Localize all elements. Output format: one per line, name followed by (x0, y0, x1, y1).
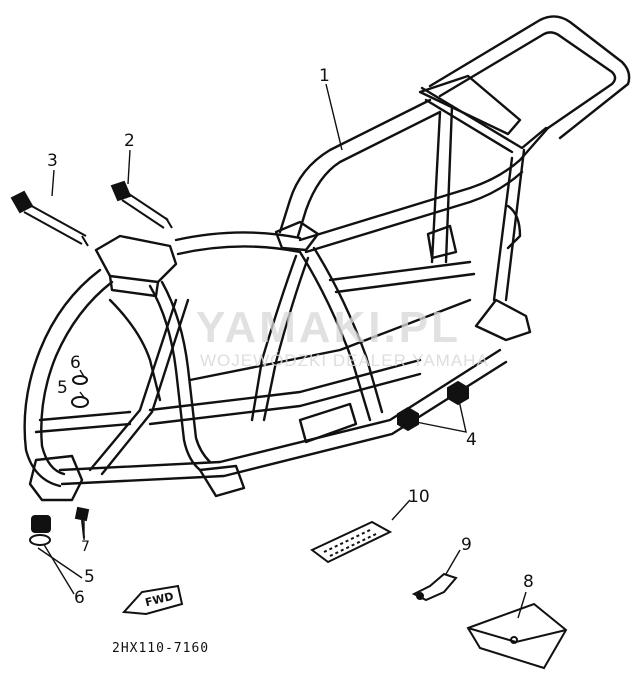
collar-icon (71, 375, 89, 408)
mid-gusset (426, 224, 458, 260)
callout-3: 3 (47, 151, 58, 171)
head-bracket (94, 234, 178, 284)
part-plate-icon (310, 520, 393, 564)
callout-6-lower: 6 (74, 588, 85, 608)
callout-5-lower: 5 (84, 567, 95, 587)
head-bracket-side (108, 274, 160, 298)
callout-2: 2 (124, 131, 135, 151)
upper-gusset (274, 220, 320, 252)
front-section (23, 268, 212, 488)
nut-upper-icon (447, 380, 469, 406)
tool-pouch-icon (466, 602, 568, 670)
callout-1: 1 (319, 66, 330, 86)
rear-stays (430, 104, 532, 342)
fwd-arrow-icon (121, 584, 184, 616)
bolt-long-icon (10, 190, 89, 247)
callout-10: 10 (408, 487, 430, 507)
lower-crossmember-bracket (298, 402, 358, 444)
callout-4: 4 (466, 430, 477, 450)
part-clip-icon (411, 572, 458, 602)
center-tubes (250, 246, 476, 422)
lower-rails (58, 298, 508, 486)
rubber-bushing-icon (29, 515, 51, 546)
callout-6-upper: 6 (70, 353, 81, 373)
nut-lower-icon (397, 406, 419, 432)
bolt-short-icon (110, 180, 173, 229)
callout-8: 8 (523, 572, 534, 592)
front-mount-bracket (28, 454, 84, 502)
rear-gusset-plate (418, 74, 522, 136)
leader-lines (37, 83, 527, 619)
callout-5-upper: 5 (57, 378, 68, 398)
screw-icon (74, 506, 90, 539)
main-upper-rails (174, 98, 550, 256)
rear-rail (420, 15, 631, 154)
diagram-part-code: 2HX110-7160 (112, 641, 210, 656)
callout-7: 7 (81, 539, 90, 555)
callout-9: 9 (461, 535, 472, 555)
lower-front-bracket (198, 464, 246, 498)
